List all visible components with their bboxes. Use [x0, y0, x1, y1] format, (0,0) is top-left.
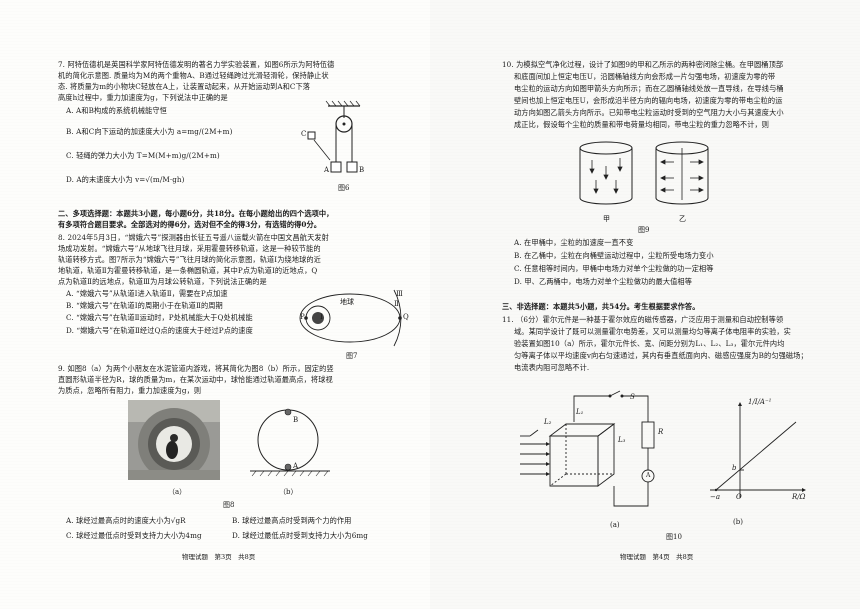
q9-option-d: D. 球经过最低点时受到支持力大小为6mg — [232, 531, 368, 540]
fig10a-caption: (a) — [610, 521, 620, 529]
fig10b-x-axis-label: R/Ω — [792, 493, 806, 501]
fig10a-label-l3: L₃ — [618, 436, 626, 444]
q10-line-1: 10. 为模拟空气净化过程，设计了如图9的甲和乙所示的两种密闭除尘桶。在甲圆桶顶… — [502, 60, 784, 69]
figure-10a-hall-circuit — [520, 390, 655, 507]
figure-7-orbit-diagram — [299, 289, 402, 347]
section-2-header-2: 有多项符合题目要求。全部选对的得6分，选对但不全的得3分，有选错的得0分。 — [58, 220, 322, 229]
fig8b-label-a: A — [293, 462, 299, 470]
q11-line-2: 域。某同学设计了既可以测量霍尔电势差，又可以测量均匀等离子体电阻率的实验，实 — [514, 327, 791, 336]
fig8a-caption: （a） — [168, 488, 187, 496]
fig10a-ammeter-label: A — [646, 472, 651, 479]
fig9-caption: 图9 — [638, 226, 650, 234]
q7-option-c: C. 轻绳的弹力大小为 T=M(M+m)g/(2M+m) — [66, 151, 220, 160]
q8-option-c: C. “嫦娥六号”在轨道Ⅱ运动时，P处机械能大于Q处机械能 — [66, 313, 253, 322]
q9-line-2: 直圆形轨道半径为R，球的质量为m，在某次运动中，球恰能通过轨道最高点，将球视 — [58, 375, 333, 384]
fig8-caption: 图8 — [223, 501, 235, 509]
q10-line-6: 成正比，假设每个尘粒的质量和带电荷量均相同，带电尘粒的重力忽略不计，则 — [514, 120, 770, 129]
q11-line-1: 11. （6分）霍尔元件是一种基于霍尔效应的磁传感器，广泛应用于测量和自动控制等… — [502, 315, 784, 324]
q11-line-5: 电流表内阻可忽略不计. — [514, 363, 590, 372]
fig10b-origin: O — [736, 493, 742, 501]
q8-line-2: 场成功发射。“嫦娥六号”从地球飞往月球，采用霍曼转移轨道，这是一种较节能的 — [58, 244, 321, 253]
section-2-header-1: 二、多项选择题：本题共3小题，每小题6分，共18分。在每小题给出的四个选项中， — [58, 209, 334, 218]
q9-line-1: 9. 如图8（a）为两个小朋友在水泥管道内游戏，将其简化为图8（b）所示，固定的… — [58, 364, 334, 373]
figure-8a-photo — [128, 400, 220, 480]
fig6-label-c: C — [301, 130, 307, 138]
q9-option-c: C. 球经过最低点时受到支持力大小为4mg — [66, 531, 202, 540]
fig10-caption: 图10 — [666, 533, 682, 541]
fig10a-label-l1: L₁ — [576, 408, 584, 416]
fig10a-label-s: S — [630, 393, 635, 401]
figure-9-dust-cylinders — [579, 141, 709, 205]
q10-line-4: 壁间也加上恒定电压U，会形成沿半径方向的辐向电场，初速度为零的带电尘粒的运 — [514, 96, 783, 105]
q10-line-2: 和底面间加上恒定电压U，沿圆桶轴线方向会形成一片匀强电场，初速度为零的带 — [514, 72, 776, 81]
figure-10b-graph — [710, 402, 806, 498]
fig8b-label-b: B — [293, 416, 299, 424]
page-footer-right: 物理试题 第4页 共8页 — [620, 553, 694, 561]
q9-option-b: B. 球经过最高点时受到两个力的作用 — [232, 516, 352, 525]
exam-page-left: 7. 阿特伍德机是英国科学家阿特伍德发明的著名力学实验装置，如图6所示为阿特伍德… — [0, 0, 430, 609]
fig7-label-i: Ⅰ — [320, 313, 323, 321]
fig7-caption: 图7 — [346, 352, 358, 360]
fig10b-y-axis-label: 1/I/A⁻¹ — [748, 398, 772, 406]
fig7-label-p: P — [300, 313, 305, 321]
q10-option-d: D. 甲、乙两桶中，电场力对单个尘粒做功的最大值相等 — [514, 277, 692, 286]
q7-line-3: 态. 将质量为m的小物块C轻放在A上，让装置动起来，从开始运动到A和C下落 — [58, 82, 311, 91]
fig6-label-a: A — [324, 166, 330, 174]
q7-line-4: 高度h过程中，重力加速度为g，下列说法中正确的是 — [58, 93, 228, 102]
q9-line-3: 为质点，忽略所有阻力，重力加速度为g，则 — [58, 386, 202, 395]
fig7-label-q: Q — [403, 313, 409, 321]
fig6-label-b: B — [359, 166, 365, 174]
q10-line-3: 电尘粒的运动方向如图甲箭头方向所示；而在乙圆桶轴线处放一直导线，在导线与桶 — [514, 84, 784, 93]
q7-line-1: 7. 阿特伍德机是英国科学家阿特伍德发明的著名力学实验装置，如图6所示为阿特伍德 — [58, 60, 335, 69]
q8-line-5: 点为轨道Ⅱ的远地点，轨道Ⅲ为月球公转轨道，下列说法正确的是 — [58, 277, 267, 286]
fig9-label-yi: 乙 — [679, 215, 686, 223]
section-3-header: 三、非选择题：本题共5小题，共54分。考生根据要求作答。 — [502, 302, 700, 311]
fig8b-caption: （b） — [279, 488, 298, 496]
fig10b-intercept-neg-a: −a — [710, 493, 721, 501]
exam-page-right: 10. 为模拟空气净化过程，设计了如图9的甲和乙所示的两种密闭除尘桶。在甲圆桶顶… — [430, 0, 860, 609]
fig10a-label-l2: L₂ — [544, 418, 552, 426]
figure-6-pulley-diagram — [307, 100, 361, 173]
fig7-label-ii: Ⅱ — [394, 300, 399, 308]
fig9-label-jia: 甲 — [603, 215, 610, 223]
fig7-label-iii: Ⅲ — [396, 290, 403, 298]
q7-line-2: 机的简化示意图. 质量均为M的两个重物A、B通过轻绳跨过光滑轻滑轮，保持静止状 — [58, 71, 329, 80]
q8-option-d: D. “嫦娥六号”在轨道Ⅱ经过Q点的速度大于经过P点的速度 — [66, 326, 253, 335]
q8-line-3: 轨道转移方式。图7所示为“嫦娥六号”飞往月球的简化示意图，轨道Ⅰ为绕地球的近 — [58, 255, 321, 264]
q8-option-a: A. “嫦娥六号”从轨道Ⅰ进入轨道Ⅱ，需要在P点加速 — [66, 289, 228, 298]
q8-line-4: 地轨道，轨道Ⅱ为霍曼转移轨道，是一条椭圆轨道，其中P点为轨道Ⅰ的近地点，Q — [58, 266, 318, 275]
fig10a-label-r: R — [658, 428, 664, 436]
q11-line-3: 验装置如图10（a）所示，霍尔元件长、宽、间距分别为L₁、L₂、L₃，霍尔元件内… — [514, 339, 785, 348]
q7-option-a: A. A和B构成的系统机械能守恒 — [66, 106, 167, 115]
q8-option-b: B. “嫦娥六号”在轨道Ⅰ的周期小于在轨道Ⅱ的周期 — [66, 301, 223, 310]
figure-8b-circular-track — [250, 408, 330, 477]
q7-option-b: B. A和C向下运动的加速度大小为 a=mg/(2M+m) — [66, 127, 233, 136]
fig10b-caption: (b) — [733, 518, 743, 526]
q10-option-a: A. 在甲桶中，尘粒的加速度一直不变 — [514, 238, 634, 247]
fig10b-intercept-b: b — [732, 464, 737, 472]
fig7-label-earth: 地球 — [340, 298, 354, 306]
q10-option-c: C. 任意相等时间内，甲桶中电场力对单个尘粒做的功一定相等 — [514, 264, 714, 273]
q10-option-b: B. 在乙桶中，尘粒在向桶壁运动过程中，尘粒所受电场力变小 — [514, 251, 714, 260]
fig6-caption: 图6 — [338, 184, 350, 192]
q8-line-1: 8. 2024年5月3日，“嫦娥六号”探测器由长征五号遥八运载火箭在中国文昌航天… — [58, 233, 329, 242]
page-footer-left: 物理试题 第3页 共8页 — [182, 553, 256, 561]
q7-option-d: D. A的末速度大小为 v=√(m/M·gh) — [66, 175, 185, 184]
q9-option-a: A. 球经过最高点时的速度大小为√gR — [66, 516, 186, 525]
q11-line-4: 匀等离子体以平均速度v向右匀速通过，其内有垂直纸面向内、磁感应强度为B的匀强磁场… — [514, 351, 808, 360]
q10-line-5: 动方向如图乙箭头方向所示。已知带电尘粒运动时受到的空气阻力大小与其速度大小 — [514, 108, 784, 117]
